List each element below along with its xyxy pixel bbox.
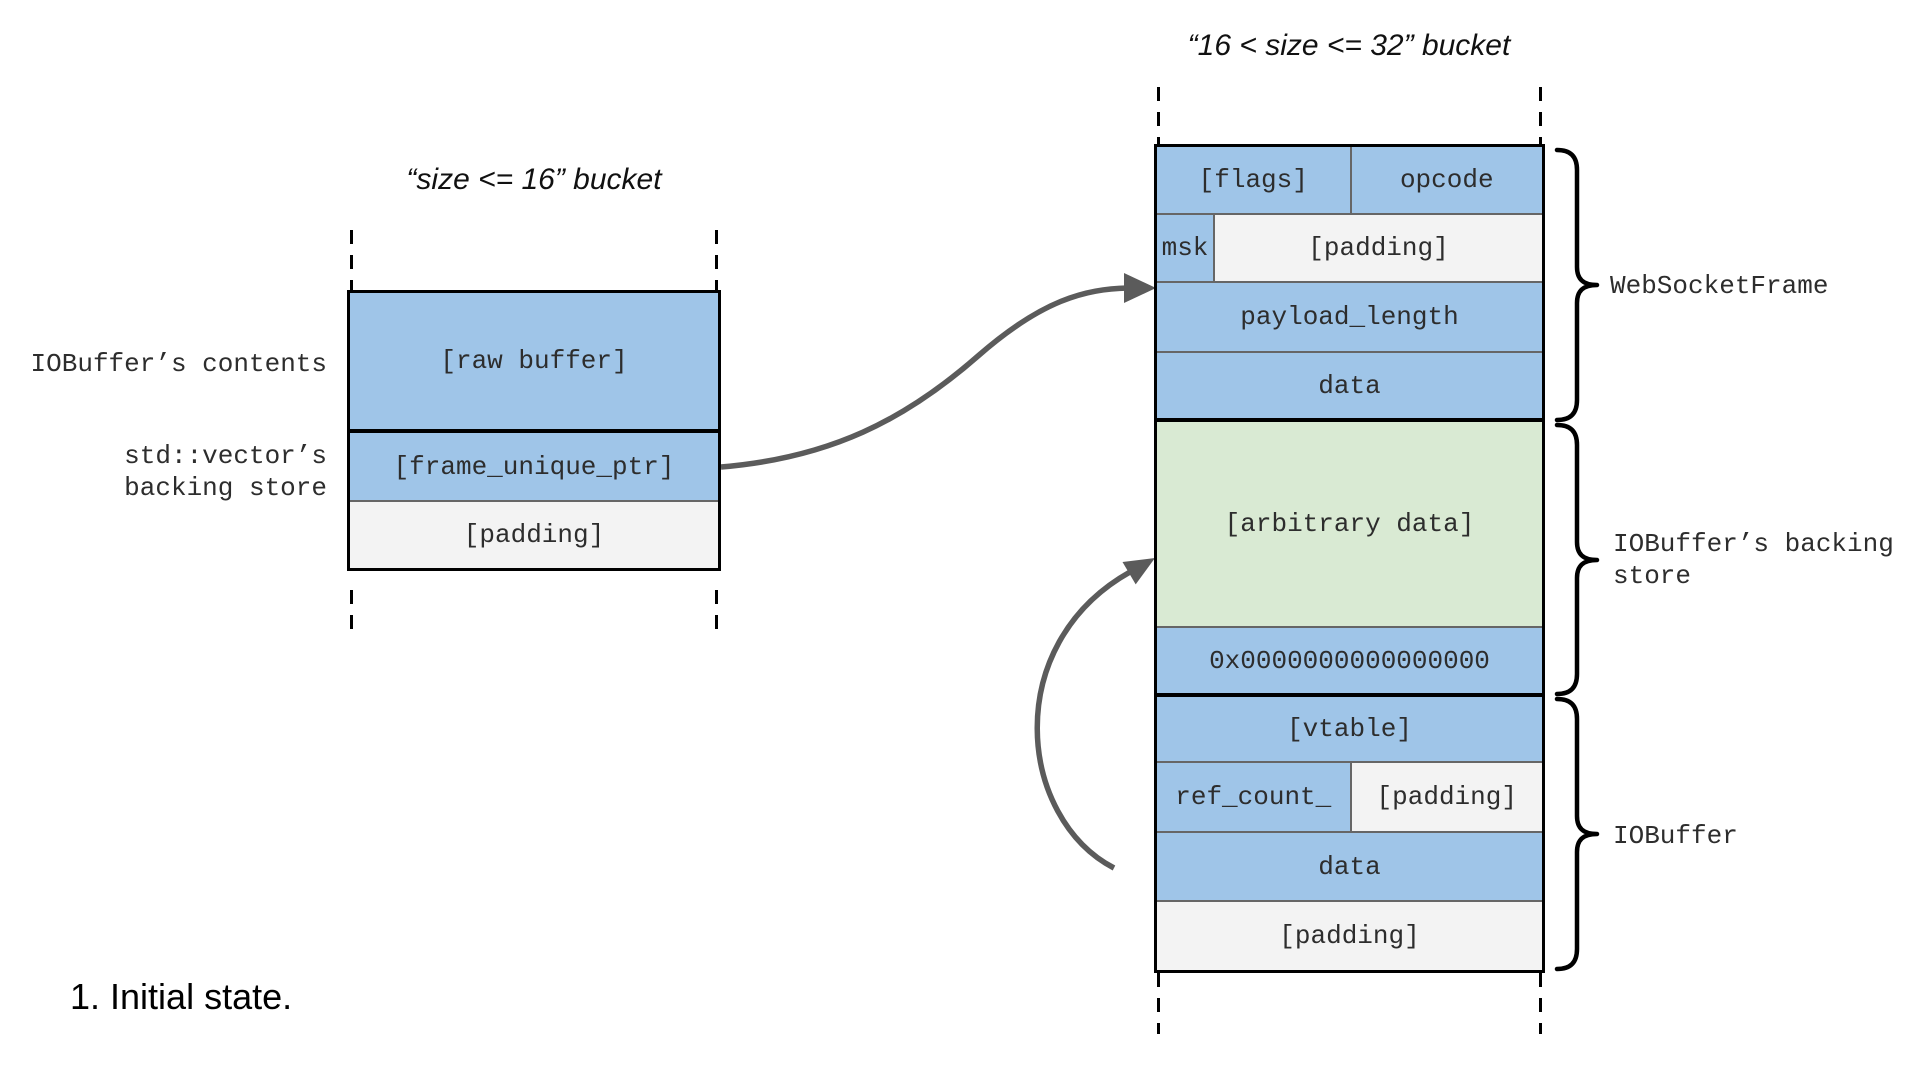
cell-opcode: opcode [1349,147,1542,213]
cell-bottom-padding-label: [padding] [1279,921,1420,951]
cell-payload-length-label: payload_length [1240,302,1459,332]
row-left-padding: [padding] [350,502,718,568]
brace-websocketframe [1554,147,1600,423]
cell-msk-padding-label: [padding] [1308,233,1449,263]
row-vtable: [vtable] [1157,697,1542,763]
row-payload-length: payload_length [1157,283,1542,353]
cell-data-bottom: data [1157,833,1542,900]
cell-data-top-label: data [1318,370,1381,401]
frame-unique-ptr-arrowhead-icon [1124,273,1156,303]
row-bottom-padding: [padding] [1157,902,1542,970]
cell-opcode-label: opcode [1399,165,1494,195]
cell-ref-padding: [padding] [1349,763,1542,831]
cell-arbitrary-data: [arbitrary data] [1157,422,1542,626]
right-bucket: [flags] opcode msk [padding] payload_len… [1154,144,1545,973]
brace-label-backing-line1: IOBuffer’s backing [1613,529,1894,559]
iobuffer-contents-label: IOBuffer’s contents [30,349,327,379]
cell-msk: msk [1157,215,1213,281]
cell-data-top: data [1157,353,1542,418]
cell-payload-length: payload_length [1157,283,1542,351]
row-frame-unique-ptr: [frame_unique_ptr] [350,433,718,502]
std-vector-backing-store-label: std::vector’s backing store [0,440,327,504]
cell-arbitrary-data-label: [arbitrary data] [1224,509,1475,539]
cell-flags-label: [flags] [1198,165,1308,195]
row-data-bottom: data [1157,833,1542,902]
cell-bottom-padding: [padding] [1157,902,1542,970]
brace-label-iobuffer: IOBuffer [1613,821,1738,851]
cell-ref-count: ref_count_ [1157,763,1350,831]
iobuffer-data-arrowhead-icon [1122,558,1155,585]
cell-left-padding: [padding] [350,502,718,568]
cell-null-pointer-label: 0x0000000000000000 [1209,645,1490,676]
brace-label-websocketframe: WebSocketFrame [1610,271,1829,301]
step-caption: 1. Initial state. [70,976,293,1017]
iobuffer-data-arrow [1034,569,1132,871]
brace-iobuffer [1554,696,1600,972]
cell-vtable: [vtable] [1157,697,1542,761]
row-null-pointer: 0x0000000000000000 [1157,628,1542,697]
cell-msk-padding: [padding] [1213,215,1542,281]
cell-vtable-label: [vtable] [1287,714,1412,744]
cell-frame-unique-ptr: [frame_unique_ptr] [350,433,718,500]
cell-ref-count-label: ref_count_ [1175,782,1332,812]
std-vector-label-line1: std::vector’s [124,441,327,471]
row-arbitrary-data: [arbitrary data] [1157,422,1542,628]
brace-label-iobuffer-backing-store: IOBuffer’s backing store [1613,528,1894,592]
frame-unique-ptr-arrow [720,285,1129,470]
cell-left-padding-label: [padding] [463,520,605,550]
row-msk-padding: msk [padding] [1157,215,1542,283]
cell-raw-buffer-label: [raw buffer] [440,346,628,376]
left-bucket-title: “size <= 16” bucket [406,163,662,196]
cell-ref-padding-label: [padding] [1376,782,1517,812]
cell-null-pointer: 0x0000000000000000 [1157,628,1542,693]
left-bucket: [raw buffer] [frame_unique_ptr] [padding… [347,290,721,571]
right-bucket-title: “16 < size <= 32” bucket [1187,29,1511,62]
row-flags-opcode: [flags] opcode [1157,147,1542,215]
row-ref-count: ref_count_ [padding] [1157,763,1542,833]
std-vector-label-line2: backing store [124,473,327,503]
brace-iobuffer-backing-store [1554,422,1600,697]
row-raw-buffer: [raw buffer] [350,293,718,433]
cell-raw-buffer: [raw buffer] [350,293,718,429]
brace-label-backing-line2: store [1613,561,1692,591]
cell-msk-label: msk [1161,233,1209,263]
cell-flags: [flags] [1157,147,1350,213]
row-data-top: data [1157,353,1542,422]
cell-frame-unique-ptr-label: [frame_unique_ptr] [393,451,675,482]
cell-data-bottom-label: data [1318,851,1381,882]
